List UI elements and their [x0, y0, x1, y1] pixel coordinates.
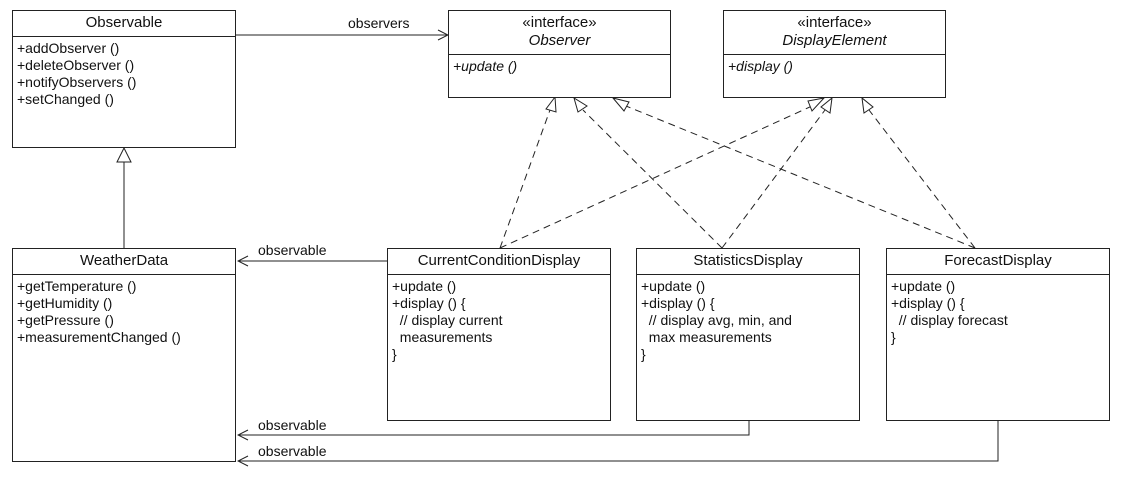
member: }	[392, 346, 397, 362]
class-current-condition-display[interactable]: CurrentConditionDisplay +update () +disp…	[387, 248, 611, 421]
member: +display () {	[891, 295, 965, 311]
interface-observer[interactable]: «interface» Observer +update ()	[448, 10, 671, 98]
member: // display forecast	[891, 312, 1008, 328]
member: +update ()	[453, 58, 518, 74]
member: +display () {	[392, 295, 466, 311]
realization-triangle-observer-1	[545, 95, 557, 113]
current-realizes-observer	[499, 109, 551, 249]
realization-triangle-displayelement-3	[861, 96, 874, 114]
class-name: CurrentConditionDisplay	[388, 249, 610, 275]
member: +update ()	[392, 278, 457, 294]
member: +addObserver ()	[17, 40, 120, 56]
class-members: +update () +display () { // display fore…	[887, 275, 1109, 349]
stereotype: «interface»	[797, 14, 872, 31]
statistics-realizes-observer	[582, 109, 723, 249]
member: +getPressure ()	[17, 312, 114, 328]
member: +display ()	[728, 58, 793, 74]
observers-label: observers	[348, 15, 410, 31]
member: +display () {	[641, 295, 715, 311]
class-statistics-display[interactable]: StatisticsDisplay +update () +display ()…	[636, 248, 860, 421]
class-name: DisplayElement	[782, 32, 887, 49]
class-members: +addObserver () +deleteObserver () +noti…	[13, 37, 235, 111]
class-forecast-display[interactable]: ForecastDisplay +update () +display () {…	[886, 248, 1110, 421]
forecast-realizes-displayelement	[868, 109, 976, 249]
member: +measurementChanged ()	[17, 329, 181, 345]
member: +getHumidity ()	[17, 295, 113, 311]
member: +getTemperature ()	[17, 278, 137, 294]
stereotype: «interface»	[522, 14, 597, 31]
member: measurements	[392, 329, 493, 345]
member: +update ()	[641, 278, 706, 294]
realization-triangle-observer-3	[611, 97, 630, 112]
member: }	[641, 346, 646, 362]
class-name: Observable	[13, 11, 235, 37]
statistics-observable-association	[238, 421, 750, 435]
member: +notifyObservers ()	[17, 74, 137, 90]
class-name: StatisticsDisplay	[637, 249, 859, 275]
class-members: +display ()	[724, 55, 945, 78]
class-header: «interface» DisplayElement	[724, 11, 945, 55]
member: +deleteObserver ()	[17, 57, 135, 73]
class-members: +update () +display () { // display avg,…	[637, 275, 859, 366]
observable-label-forecast: observable	[258, 443, 327, 459]
member: max measurements	[641, 329, 772, 345]
member: +update ()	[891, 278, 956, 294]
realization-triangle-displayelement-1	[807, 97, 826, 112]
class-members: +update () +display () { // display curr…	[388, 275, 610, 366]
class-observable[interactable]: Observable +addObserver () +deleteObserv…	[12, 10, 236, 148]
observable-label-current: observable	[258, 242, 327, 258]
statistics-realizes-displayelement	[721, 109, 826, 249]
current-realizes-displayelement	[499, 105, 813, 249]
class-members: +update ()	[449, 55, 670, 78]
forecast-observable-association	[238, 421, 999, 461]
class-weather-data[interactable]: WeatherData +getTemperature () +getHumid…	[12, 248, 236, 462]
member: +setChanged ()	[17, 91, 114, 107]
member: // display current	[392, 312, 503, 328]
class-header: «interface» Observer	[449, 11, 670, 55]
generalization-triangle-observable	[116, 146, 132, 163]
realization-triangle-observer-2	[573, 96, 588, 113]
forecast-realizes-observer	[625, 105, 976, 249]
member: // display avg, min, and	[641, 312, 792, 328]
class-name: WeatherData	[13, 249, 235, 275]
class-members: +getTemperature () +getHumidity () +getP…	[13, 275, 235, 349]
class-name: ForecastDisplay	[887, 249, 1109, 275]
class-name: Observer	[528, 32, 591, 49]
interface-display-element[interactable]: «interface» DisplayElement +display ()	[723, 10, 946, 98]
realization-triangle-displayelement-2	[820, 96, 833, 114]
member: }	[891, 329, 896, 345]
observable-label-statistics: observable	[258, 417, 327, 433]
